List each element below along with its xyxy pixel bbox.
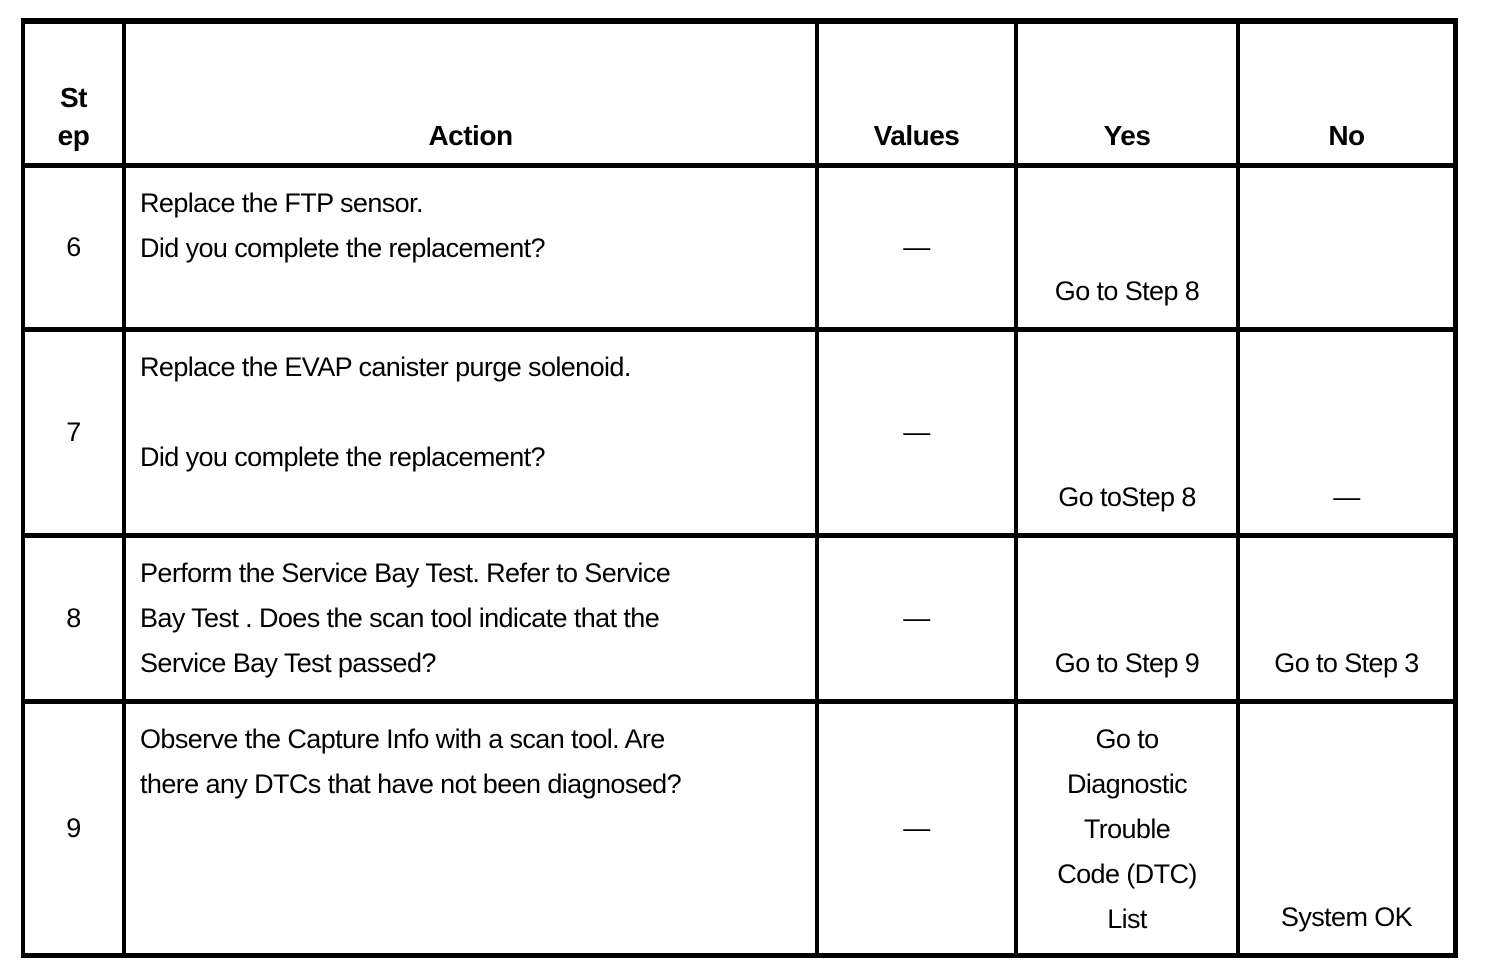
row9-step-cell: 9: [25, 704, 126, 953]
header-step: St ep: [25, 24, 126, 168]
row7-step-cell: 7: [25, 332, 126, 538]
row7-no-cell: —: [1240, 332, 1453, 538]
row9-values-dash: —: [903, 813, 930, 843]
row6-yes-cell: Go to Step 8: [1018, 168, 1240, 332]
header-values-label: Values: [873, 120, 960, 151]
row6-yes-text: Go to Step 8: [1054, 276, 1200, 306]
row7-no-dash: —: [1333, 482, 1360, 512]
header-action: Action: [126, 24, 819, 168]
row8-action-cell: Perform the Service Bay Test. Refer to S…: [126, 538, 819, 704]
header-yes: Yes: [1018, 24, 1240, 168]
row9-values-cell: —: [819, 704, 1018, 953]
row9-yes-cell: Go to Diagnostic Trouble Code (DTC) List: [1018, 704, 1240, 953]
header-no-label: No: [1328, 120, 1365, 151]
row7-yes-text: Go toStep 8: [1058, 482, 1196, 512]
header-values: Values: [819, 24, 1018, 168]
row9-action-text: Observe the Capture Info with a scan too…: [140, 724, 682, 799]
row9-step-number: 9: [66, 813, 81, 843]
row8-no-text: Go to Step 3: [1274, 648, 1419, 678]
row7-action-cell: Replace the EVAP canister purge solenoid…: [126, 332, 819, 538]
row6-values-cell: —: [819, 168, 1018, 332]
row7-action-text: Replace the EVAP canister purge solenoid…: [140, 352, 631, 472]
row7-yes-cell: Go toStep 8: [1018, 332, 1240, 538]
row8-step-cell: 8: [25, 538, 126, 704]
row6-action-text: Replace the FTP sensor. Did you complete…: [140, 188, 546, 263]
row7-values-dash: —: [903, 417, 930, 447]
header-no: No: [1240, 24, 1453, 168]
row9-action-cell: Observe the Capture Info with a scan too…: [126, 704, 819, 953]
header-step-label: St ep: [57, 82, 90, 151]
row7-step-number: 7: [66, 417, 81, 447]
row6-action-cell: Replace the FTP sensor. Did you complete…: [126, 168, 819, 332]
row8-action-text: Perform the Service Bay Test. Refer to S…: [140, 558, 671, 678]
row8-values-dash: —: [903, 603, 930, 633]
row9-yes-text: Go to Diagnostic Trouble Code (DTC) List: [1057, 724, 1197, 934]
row6-no-cell: [1240, 168, 1453, 332]
header-yes-label: Yes: [1103, 120, 1151, 151]
row8-no-cell: Go to Step 3: [1240, 538, 1453, 704]
row8-values-cell: —: [819, 538, 1018, 704]
row9-no-cell: System OK: [1240, 704, 1453, 953]
row9-no-text: System OK: [1280, 902, 1413, 932]
row6-values-dash: —: [903, 232, 930, 262]
row8-yes-cell: Go to Step 9: [1018, 538, 1240, 704]
row7-values-cell: —: [819, 332, 1018, 538]
diagnostic-steps-table: St ep Action Values Yes No 6 Replace the…: [21, 18, 1458, 958]
row6-step-cell: 6: [25, 168, 126, 332]
row8-step-number: 8: [66, 603, 81, 633]
header-action-label: Action: [428, 120, 513, 151]
row6-step-number: 6: [66, 232, 81, 262]
row8-yes-text: Go to Step 9: [1054, 648, 1200, 678]
